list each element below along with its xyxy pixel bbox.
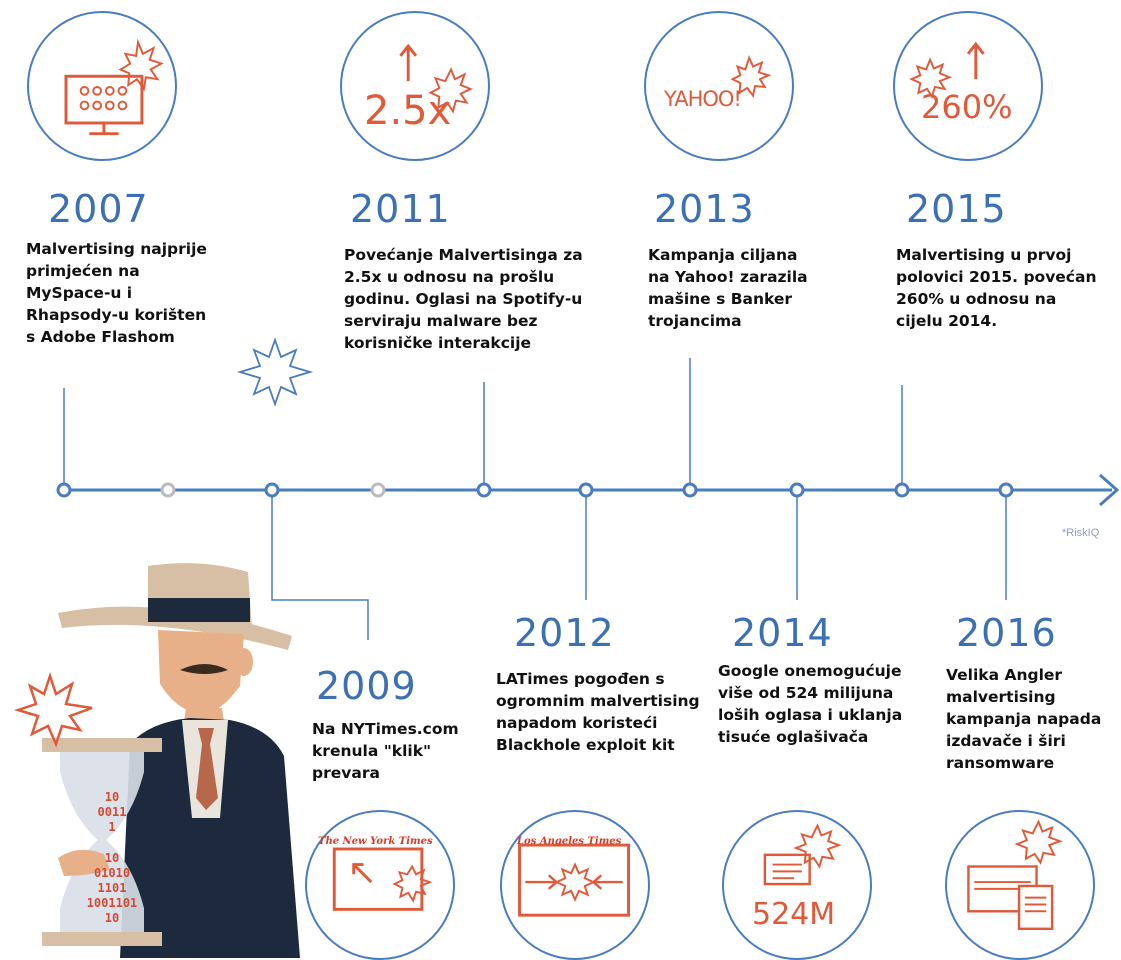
event-text-2013: Kampanja ciljana na Yahoo! zarazila maši… bbox=[648, 246, 808, 330]
devices-burst-icon bbox=[967, 819, 1063, 931]
timeline-arrowhead bbox=[1099, 473, 1120, 507]
bits-line: 1001101 bbox=[86, 896, 138, 910]
timeline-node bbox=[264, 482, 280, 498]
burst-decoration-icon bbox=[236, 337, 314, 407]
growth-arrow-icon bbox=[399, 43, 473, 114]
badge-260-percent: 260% bbox=[921, 88, 1013, 126]
event-text-2011: Povećanje Malvertisinga za 2.5x u odnosu… bbox=[344, 246, 583, 352]
ad-burst-icon bbox=[763, 823, 842, 886]
bits-line: 10 bbox=[104, 790, 120, 804]
nyt-logo-text: The New York Times bbox=[318, 836, 433, 847]
year-2009: 2009 bbox=[316, 664, 417, 708]
icon-circle-2007 bbox=[27, 11, 177, 161]
icon-circle-2015: 260% bbox=[893, 11, 1043, 161]
bits-line: 10 bbox=[104, 911, 120, 925]
timeline-node bbox=[894, 482, 910, 498]
timeline-node bbox=[476, 482, 492, 498]
timeline-node bbox=[578, 482, 594, 498]
timeline-node bbox=[56, 482, 72, 498]
event-text-2009: Na NYTimes.com krenula "klik" prevara bbox=[312, 720, 459, 782]
arrows-burst-icon bbox=[518, 843, 630, 917]
event-text-2007: Malvertising najprije primjećen na MySpa… bbox=[26, 240, 207, 346]
badge-524m: 524M bbox=[752, 897, 836, 932]
event-text-2016: Velika Angler malvertising kampanja napa… bbox=[946, 666, 1102, 772]
icon-circle-2012 bbox=[500, 810, 650, 960]
icon-circle-2009 bbox=[305, 810, 455, 960]
year-2011: 2011 bbox=[350, 187, 451, 231]
timeline-node-grey bbox=[160, 482, 176, 498]
yahoo-burst-icon bbox=[730, 55, 772, 99]
monitor-click-icon bbox=[332, 847, 433, 911]
connector-2009 bbox=[271, 496, 369, 640]
timeline-node-grey bbox=[370, 482, 386, 498]
badge-yahoo: YAHOO! bbox=[664, 87, 742, 111]
year-2012: 2012 bbox=[514, 611, 615, 655]
latimes-logo-text: Los Angeles Times bbox=[517, 836, 622, 847]
year-2013: 2013 bbox=[654, 187, 755, 231]
bits-line: 1 bbox=[108, 820, 116, 834]
bits-line: 01010 bbox=[93, 866, 131, 880]
icon-circle-2016 bbox=[945, 810, 1095, 960]
event-text-2015: Malvertising u prvoj polovici 2015. pove… bbox=[896, 246, 1097, 330]
spy-illustration bbox=[13, 563, 300, 958]
timeline-node bbox=[998, 482, 1014, 498]
bits-line: 1101 bbox=[97, 881, 127, 895]
year-2015: 2015 bbox=[906, 187, 1007, 231]
icon-circle-2013: YAHOO! bbox=[644, 11, 794, 161]
percent-growth-icon bbox=[909, 41, 985, 100]
bits-line: 10 bbox=[104, 851, 120, 865]
timeline-node bbox=[789, 482, 805, 498]
source-credit: *RiskIQ bbox=[1062, 527, 1100, 539]
timeline-node bbox=[682, 482, 698, 498]
event-text-2014: Google onemogućuje više od 524 milijuna … bbox=[718, 662, 903, 746]
badge-2-5x: 2.5x bbox=[364, 88, 452, 134]
year-2016: 2016 bbox=[956, 611, 1057, 655]
hourglass-bits: 10 0011 1 10 01010 1101 1001101 10 bbox=[64, 790, 160, 926]
monitor-users-icon bbox=[64, 38, 164, 136]
icon-circle-2011: 2.5x bbox=[340, 11, 490, 161]
event-text-2012: LATimes pogođen s ogromnim malvertising … bbox=[496, 670, 700, 754]
year-2014: 2014 bbox=[732, 611, 833, 655]
icon-circle-2014: 524M bbox=[722, 810, 872, 960]
year-2007: 2007 bbox=[48, 187, 149, 231]
bits-line: 0011 bbox=[97, 805, 127, 819]
